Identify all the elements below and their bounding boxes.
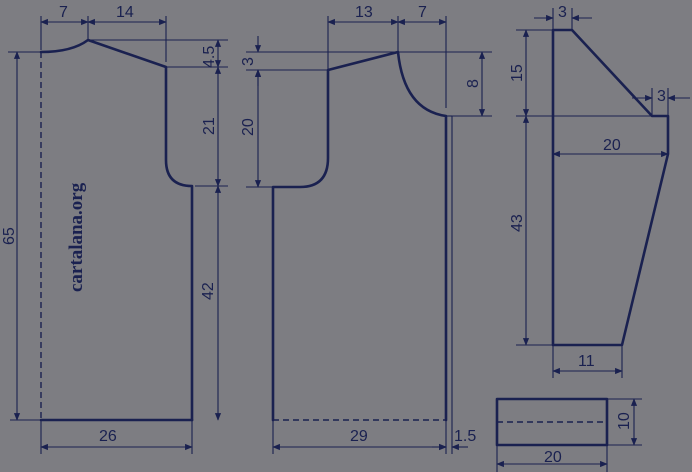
front-shoulder-drop-label: 3: [240, 57, 257, 66]
band-width-label: 20: [544, 449, 562, 466]
back-shoulder-width-label: 14: [116, 4, 134, 21]
sleeve-outline: [551, 28, 670, 347]
sleeve-cap-depth-label: 15: [509, 64, 526, 82]
back-piece: 7 14 4.5 21 42 65 26 cartalana.org: [1, 4, 228, 454]
sleeve-piece: 3 15 43 3 20 11: [509, 4, 690, 378]
sleeve-upper-width-label: 20: [603, 137, 621, 154]
front-neck-depth-label: 8: [465, 79, 482, 88]
back-outline: [39, 38, 194, 422]
back-width-label: 26: [99, 428, 117, 445]
sleeve-cuff-width-label: 11: [578, 353, 595, 370]
back-armhole-label: 21: [201, 117, 218, 135]
sleeve-cap-step-label: 3: [657, 88, 666, 105]
back-side-label: 42: [200, 282, 217, 300]
front-placket-label: 1.5: [454, 428, 476, 445]
sleeve-length-label: 43: [509, 214, 526, 232]
front-width-label: 29: [350, 428, 368, 445]
front-armhole-label: 20: [240, 118, 257, 136]
front-neck-width-label: 7: [418, 4, 427, 21]
band-height-label: 10: [616, 412, 633, 430]
back-neck-width-label: 7: [59, 4, 68, 21]
watermark: cartalana.org: [66, 182, 87, 292]
sleeve-top-width-label: 3: [558, 4, 567, 21]
front-piece: 13 7 3 20 8 29 1.5: [240, 4, 492, 454]
back-shoulder-drop-label: 4.5: [201, 46, 218, 68]
front-outline: [271, 50, 448, 422]
band-piece: 10 20: [495, 397, 642, 472]
front-shoulder-width-label: 13: [355, 4, 373, 21]
back-total-length-label: 65: [1, 227, 18, 245]
